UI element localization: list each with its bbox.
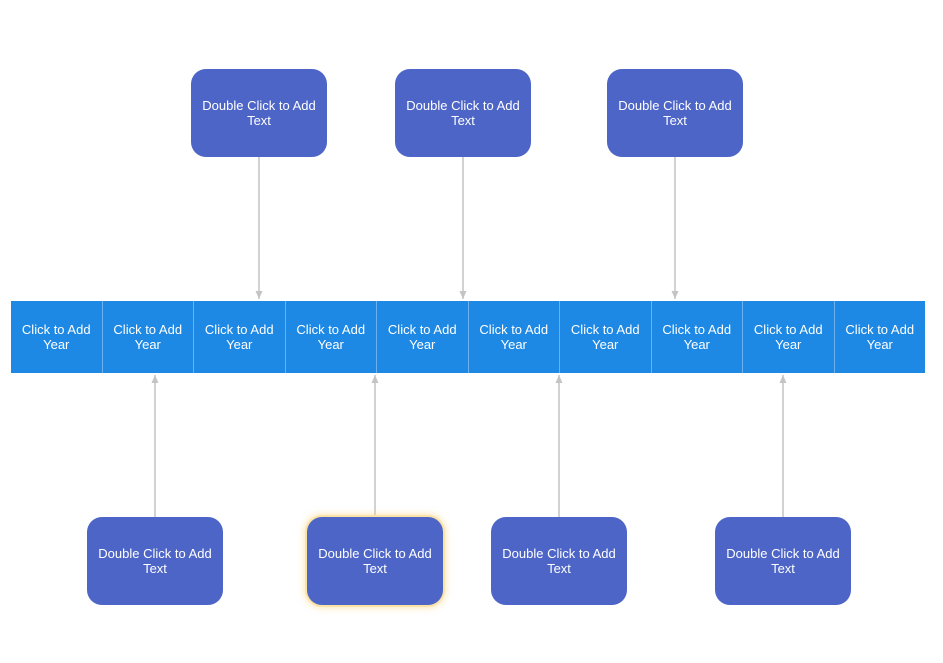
year-cell-5[interactable]: Click to Add Year xyxy=(377,301,469,373)
timeline-bar: Click to Add Year Click to Add Year Clic… xyxy=(11,301,925,373)
event-box-bottom-4[interactable]: Double Click to Add Text xyxy=(715,517,851,605)
event-box-top-3[interactable]: Double Click to Add Text xyxy=(607,69,743,157)
year-cell-6[interactable]: Click to Add Year xyxy=(469,301,560,373)
event-box-bottom-1[interactable]: Double Click to Add Text xyxy=(87,517,223,605)
event-box-bottom-2-selected[interactable]: Double Click to Add Text xyxy=(307,517,443,605)
event-box-bottom-3[interactable]: Double Click to Add Text xyxy=(491,517,627,605)
year-cell-9[interactable]: Click to Add Year xyxy=(743,301,835,373)
event-box-top-1[interactable]: Double Click to Add Text xyxy=(191,69,327,157)
event-box-top-2[interactable]: Double Click to Add Text xyxy=(395,69,531,157)
year-cell-1[interactable]: Click to Add Year xyxy=(11,301,103,373)
year-cell-4[interactable]: Click to Add Year xyxy=(286,301,377,373)
year-cell-7[interactable]: Click to Add Year xyxy=(560,301,652,373)
year-cell-10[interactable]: Click to Add Year xyxy=(845,322,915,352)
year-cell-2[interactable]: Click to Add Year xyxy=(103,301,194,373)
year-cell-8[interactable]: Click to Add Year xyxy=(652,301,743,373)
year-cell-3[interactable]: Click to Add Year xyxy=(194,301,286,373)
